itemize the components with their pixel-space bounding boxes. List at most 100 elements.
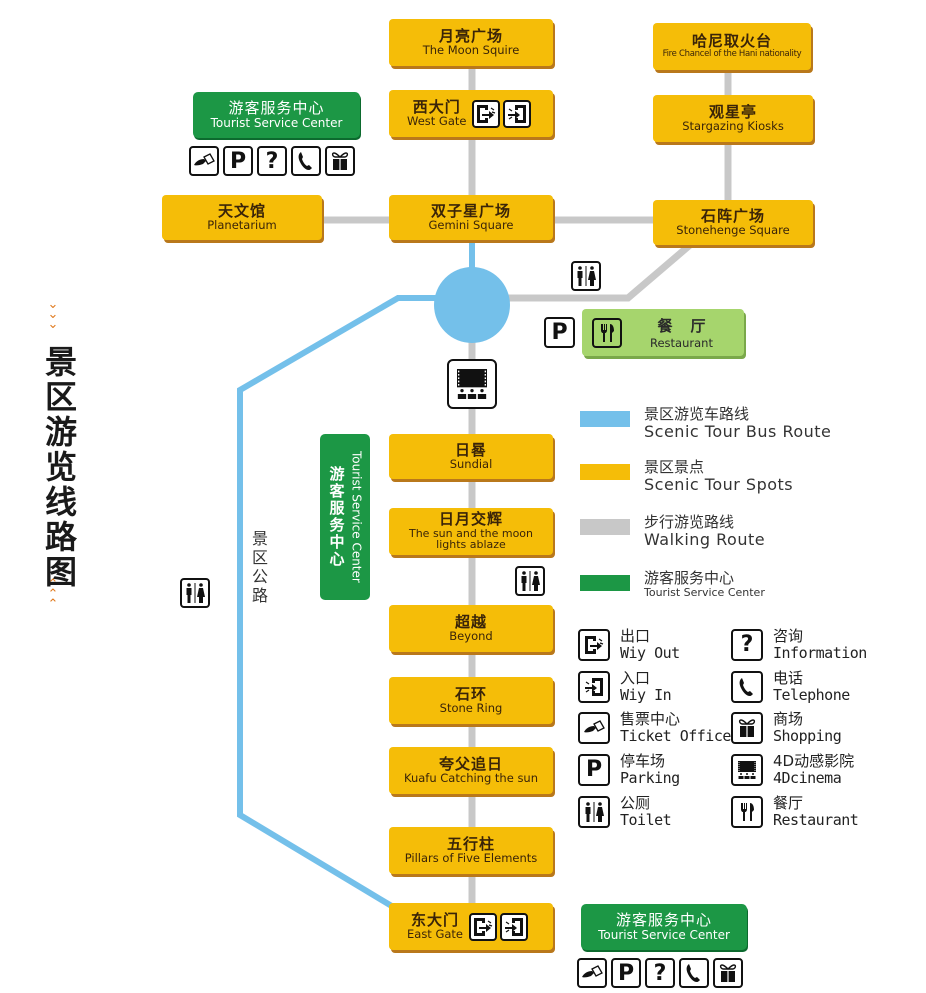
entrance-icon xyxy=(578,670,610,703)
key-en: Shopping xyxy=(773,726,842,745)
key-zh: 售票中心 xyxy=(620,710,681,728)
telephone-icon xyxy=(291,146,321,176)
legend-zh: 游客服务中心 xyxy=(644,569,735,587)
tourist-service-center-top[interactable]: 游客服务中心 Tourist Service Center xyxy=(193,92,360,138)
spot-en: Gemini Square xyxy=(428,218,514,233)
key-zh: 入口 xyxy=(620,669,651,687)
spot-stargazing-kiosks[interactable]: 观星亭 Stargazing Kiosks xyxy=(653,95,813,142)
legend-en: Scenic Tour Spots xyxy=(644,475,794,495)
key-en: Information xyxy=(773,643,867,662)
spot-west-gate[interactable]: 西大门 West Gate xyxy=(389,90,553,137)
restaurant-zh: 餐厅 xyxy=(657,317,724,335)
bus-route-scenic-road xyxy=(237,295,436,911)
spot-zh: 东大门 xyxy=(411,910,460,929)
spot-stonehenge-square[interactable]: 石阵广场 Stonehenge Square xyxy=(653,200,813,245)
spot-moon-square[interactable]: 月亮广场 The Moon Squire xyxy=(389,19,553,66)
service-en: Tourist Service Center xyxy=(210,115,343,130)
legend-en: Walking Route xyxy=(644,530,766,550)
parking-icon: P xyxy=(611,958,641,988)
spot-en: Planetarium xyxy=(207,218,277,233)
service-icons-bottom: P ? xyxy=(577,958,743,988)
spot-pillars-five-elements[interactable]: 五行柱 Pillars of Five Elements xyxy=(389,827,553,874)
toilet-icon xyxy=(578,795,610,828)
key-en: Restaurant xyxy=(773,810,859,829)
spot-zh: 日月交辉 xyxy=(438,510,503,529)
telephone-icon xyxy=(679,958,709,988)
key-en: Wiy Out xyxy=(620,643,680,662)
information-icon: ? xyxy=(645,958,675,988)
parking-icon: P xyxy=(578,753,610,786)
legend-en: Tourist Service Center xyxy=(644,586,765,600)
spot-stone-ring[interactable]: 石环 Stone Ring xyxy=(389,677,553,724)
key-zh: 商场 xyxy=(773,710,804,728)
key-en: Ticket Office xyxy=(620,726,731,745)
spot-en: Beyond xyxy=(449,629,493,644)
key-zh: 咨询 xyxy=(773,627,804,645)
scenic-road-label: 景区公路 xyxy=(249,530,268,606)
shopping-icon xyxy=(713,958,743,988)
spot-en: East Gate xyxy=(407,927,464,942)
tourist-service-center-middle[interactable]: Tourist Service Center 游客服务中心 xyxy=(320,434,370,600)
entrance-icon xyxy=(500,912,529,941)
shopping-icon xyxy=(325,146,355,176)
key-en: Telephone xyxy=(773,685,850,704)
spot-planetarium[interactable]: 天文馆 Planetarium xyxy=(162,195,322,240)
spot-sundial[interactable]: 日晷 Sundial xyxy=(389,434,553,479)
service-en: Tourist Service Center xyxy=(349,451,364,583)
telephone-icon xyxy=(731,670,763,703)
spot-hani-fire-chancel[interactable]: 哈尼取火台 Fire Chancel of the Hani nationali… xyxy=(653,23,811,70)
cinema-icon xyxy=(447,359,497,409)
parking-icon: P xyxy=(544,317,575,348)
key-en: Toilet xyxy=(620,810,672,829)
spot-zh: 天文馆 xyxy=(217,201,266,220)
page-title: 景区游览线路图 xyxy=(40,345,78,590)
spot-en: Stone Ring xyxy=(439,701,503,716)
spot-en: Fire Chancel of the Hani nationality xyxy=(662,48,802,59)
toilet-icon xyxy=(571,261,601,291)
spot-gemini-square[interactable]: 双子星广场 Gemini Square xyxy=(389,195,553,240)
service-zh: 游客服务中心 xyxy=(615,911,712,930)
restaurant-spot[interactable]: 餐厅 Restaurant xyxy=(582,309,744,356)
legend-en: Scenic Tour Bus Route xyxy=(644,422,832,442)
ticket-icon xyxy=(189,146,219,176)
key-zh: 公厕 xyxy=(620,794,651,812)
exit-icon xyxy=(469,912,498,941)
service-icons-top: P ? xyxy=(189,146,355,176)
spot-en: West Gate xyxy=(407,114,467,129)
toilet-icon xyxy=(515,566,545,596)
spot-east-gate[interactable]: 东大门 East Gate xyxy=(389,903,553,950)
bus-hub-circle xyxy=(434,267,510,343)
key-en: Wiy In xyxy=(620,685,672,704)
service-zh: 游客服务中心 xyxy=(228,99,325,118)
legend-bus-route: 景区游览车路线 Scenic Tour Bus Route xyxy=(580,405,832,442)
chevron-up-icon: ⌃⌃⌃ xyxy=(47,577,59,612)
toilet-icon xyxy=(180,578,210,608)
exit-icon xyxy=(578,628,610,661)
walking-route-stonehenge-link xyxy=(508,242,693,302)
legend-swatch xyxy=(580,464,630,480)
spot-zh: 石阵广场 xyxy=(700,206,765,225)
cinema-icon xyxy=(731,753,763,786)
spot-en: Stargazing Kiosks xyxy=(682,119,784,134)
spot-zh: 日晷 xyxy=(454,440,487,459)
key-zh: 4D动感影院 xyxy=(773,752,855,770)
spot-en: Pillars of Five Elements xyxy=(404,851,538,866)
ticket-icon xyxy=(577,958,607,988)
entrance-icon xyxy=(503,99,532,128)
spot-zh: 哈尼取火台 xyxy=(691,32,772,51)
key-zh: 餐厅 xyxy=(773,794,804,812)
spot-kuafu[interactable]: 夸父追日 Kuafu Catching the sun xyxy=(389,747,553,794)
spot-en: The Moon Squire xyxy=(422,43,520,58)
spot-beyond[interactable]: 超越 Beyond xyxy=(389,605,553,652)
legend-scenic-spots: 景区景点 Scenic Tour Spots xyxy=(580,458,794,495)
spot-sun-and-moon[interactable]: 日月交辉 The sun and the moon lights ablaze xyxy=(389,508,553,555)
spot-zh: 月亮广场 xyxy=(438,26,503,45)
tourist-service-center-bottom[interactable]: 游客服务中心 Tourist Service Center xyxy=(581,904,747,950)
